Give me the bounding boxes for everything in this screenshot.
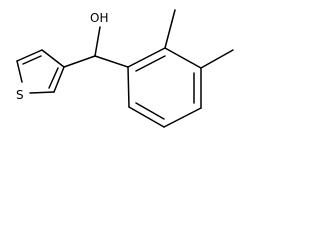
benzene-ring <box>127 47 202 128</box>
bond-s-c2 <box>16 60 23 83</box>
bond-a5-a6-double <box>135 102 165 120</box>
bond-c2-c3 <box>16 49 43 62</box>
bond-c3-c4 <box>41 49 65 68</box>
bond-ch-aryl <box>94 55 129 68</box>
thiophene-ring <box>16 49 65 94</box>
methyl-para-bond <box>200 49 234 69</box>
structure-diagram: S OH <box>16 9 234 128</box>
bond-a4-a5 <box>163 107 202 128</box>
bond-c4-c5-double <box>48 67 59 89</box>
bond-ch-oh <box>94 26 101 57</box>
bond-c3-c2-double <box>22 55 42 65</box>
bond-a6-a1 <box>127 66 130 108</box>
hydroxyl-label: OH <box>90 11 108 25</box>
bond-a1-a2-double <box>135 55 166 72</box>
sulfur-label: S <box>16 88 24 102</box>
bond-c4-c5 <box>53 66 65 93</box>
bond-thiophene-ch <box>63 55 96 68</box>
bond-a2-a3 <box>164 47 202 69</box>
carbinol-bonds <box>63 26 129 68</box>
bond-a1-a2 <box>127 47 166 68</box>
bond-c5-s <box>29 91 55 94</box>
methyl-ortho-bond <box>164 9 176 49</box>
bond-a5-a6 <box>128 106 165 128</box>
